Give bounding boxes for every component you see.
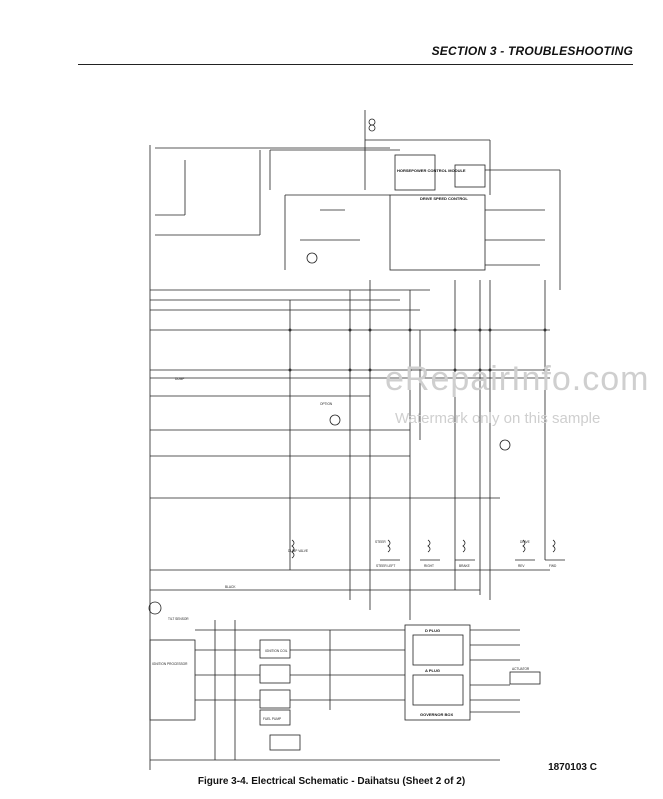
- drive-fwd-label: FWD: [549, 564, 557, 568]
- a-plug-label: A PLUG: [425, 668, 440, 673]
- header-rule: [78, 64, 633, 65]
- horsepower-module-label: HORSEPOWER CONTROL MODULE: [397, 168, 466, 173]
- option-label: OPTION: [320, 402, 333, 406]
- steer-right-label: RIGHT: [424, 564, 434, 568]
- drive-rev-label: REV: [518, 564, 525, 568]
- section-title: SECTION 3 - TROUBLESHOOTING: [431, 44, 633, 58]
- brake-label: BRAKE: [459, 564, 470, 568]
- governor-box-label: GOVERNOR BOX: [420, 712, 453, 717]
- actuator-label: ACTUATOR: [512, 667, 530, 671]
- black-label: BLACK: [225, 585, 236, 589]
- dump-label: DUMP: [175, 377, 184, 381]
- steer-left-label: STEER LEFT: [376, 564, 395, 568]
- tilt-sensor-label: TILT SENSOR: [168, 617, 189, 621]
- ignition-coil-label: IGNITION COIL: [265, 649, 288, 653]
- figure-caption: Figure 3-4. Electrical Schematic - Daiha…: [197, 776, 466, 787]
- ignition-processor-label: IGNITION PROCESSOR: [152, 662, 188, 666]
- figure-number: 1870103 C: [548, 762, 597, 773]
- drive-speed-control-label: DRIVE SPEED CONTROL: [420, 196, 468, 201]
- dump-valve-label: DUMP VALVE: [288, 549, 308, 553]
- fuel-pump-label: FUEL PUMP: [263, 717, 281, 721]
- steer-label: STEER: [375, 540, 386, 544]
- d-plug-label: D PLUG: [425, 628, 440, 633]
- watermark-subtext: Watermark only on this sample: [395, 410, 601, 427]
- drive-label: DRIVE: [520, 540, 530, 544]
- watermark-text: eRepairInfo.com: [385, 360, 650, 398]
